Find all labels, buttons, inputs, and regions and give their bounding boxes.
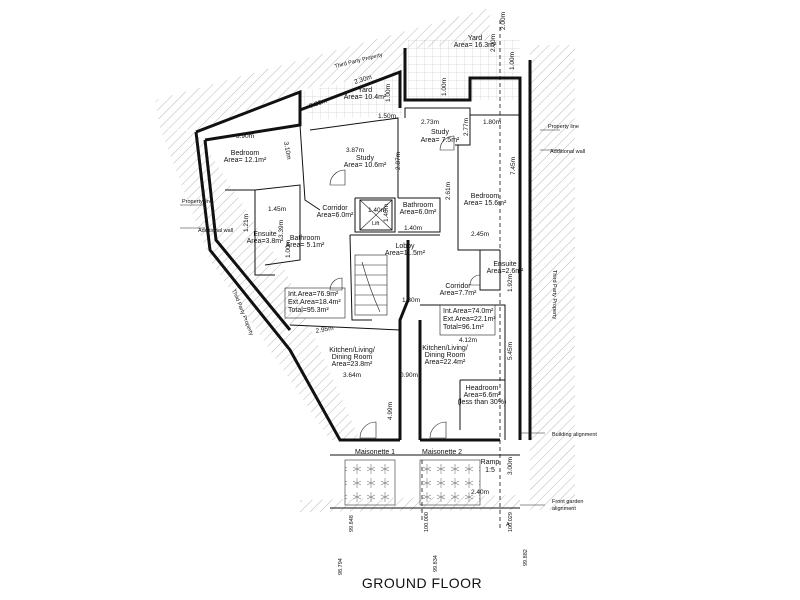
svg-text:1.80m: 1.80m xyxy=(483,119,501,126)
svg-text:1.00m: 1.00m xyxy=(441,78,448,96)
third-party-right: Third Party Property xyxy=(551,270,557,319)
staircase xyxy=(354,254,388,316)
svg-text:1.00m: 1.00m xyxy=(385,84,392,102)
svg-text:1.50m: 1.50m xyxy=(378,113,396,120)
area-box-left xyxy=(284,287,346,319)
lift-label: Lift xyxy=(372,221,380,227)
svg-text:2.87m: 2.87m xyxy=(395,152,402,170)
svg-text:3.10m: 3.10m xyxy=(282,141,292,160)
svg-text:1.00m: 1.00m xyxy=(285,240,292,258)
svg-text:3.64m: 3.64m xyxy=(343,372,361,379)
svg-text:3.39m: 3.39m xyxy=(278,220,285,238)
svg-text:100.000: 100.000 xyxy=(424,512,430,532)
additional-wall-left: Additional wall xyxy=(198,228,233,234)
svg-text:1.30m: 1.30m xyxy=(402,297,420,304)
maisonette-2-label: Maisonette 2 xyxy=(422,449,462,456)
yard-top-paving xyxy=(408,40,520,100)
svg-text:99.834: 99.834 xyxy=(433,555,439,572)
svg-text:2.61m: 2.61m xyxy=(445,182,452,200)
svg-text:4.12m: 4.12m xyxy=(459,337,477,344)
svg-text:99.882: 99.882 xyxy=(523,549,529,566)
svg-text:1.00m: 1.00m xyxy=(509,52,516,70)
maisonette-1-label: Maisonette 1 xyxy=(355,449,395,456)
svg-text:2.77m: 2.77m xyxy=(463,118,470,136)
level-marks: 98.794 99.848 100.000 99.834 100.029 99.… xyxy=(338,512,529,575)
svg-text:1.40m: 1.40m xyxy=(368,207,386,214)
front-garden-left xyxy=(344,459,396,506)
svg-text:3.87m: 3.87m xyxy=(346,147,364,154)
svg-text:5.45m: 5.45m xyxy=(507,342,514,360)
svg-text:2.45m: 2.45m xyxy=(471,231,489,238)
svg-text:7.45m: 7.45m xyxy=(510,157,517,175)
svg-text:2.00m: 2.00m xyxy=(490,34,497,52)
yard-left-paving xyxy=(300,72,402,120)
additional-wall-right: Additional wall xyxy=(550,149,585,155)
svg-text:4.99m: 4.99m xyxy=(387,402,394,420)
svg-text:2.73m: 2.73m xyxy=(421,119,439,126)
svg-text:1.40m: 1.40m xyxy=(404,225,422,232)
drawing-title: GROUND FLOOR xyxy=(362,575,482,591)
area-box-right xyxy=(439,304,496,336)
property-line-left: Property line xyxy=(182,199,213,205)
svg-text:2.95m: 2.95m xyxy=(315,325,334,335)
svg-text:1.92m: 1.92m xyxy=(507,274,514,292)
svg-text:98.794: 98.794 xyxy=(338,558,344,575)
svg-text:100.029: 100.029 xyxy=(508,512,514,532)
svg-text:0.90m: 0.90m xyxy=(400,372,418,379)
property-line-right: Property line xyxy=(548,124,579,130)
svg-text:1.45m: 1.45m xyxy=(268,206,286,213)
building-alignment: Building alignment xyxy=(552,432,597,438)
front-garden-2: alignment xyxy=(552,506,576,512)
svg-text:2.00m: 2.00m xyxy=(500,12,507,30)
svg-text:3.00m: 3.00m xyxy=(507,457,514,475)
front-garden-1: Front garden xyxy=(552,499,584,505)
lift-shaft xyxy=(359,199,393,231)
svg-text:1.40m: 1.40m xyxy=(383,204,390,222)
svg-text:99.848: 99.848 xyxy=(349,515,355,532)
svg-text:1.21m: 1.21m xyxy=(243,214,250,232)
svg-text:2.40m: 2.40m xyxy=(471,489,489,496)
front-garden-right xyxy=(419,459,481,506)
svg-text:3.90m: 3.90m xyxy=(236,133,254,140)
section-marker: A xyxy=(506,522,510,528)
dimensions: 2.30m 1.00m 0.80m 3.90m 3.10m 3.87m 2.87… xyxy=(236,12,517,496)
